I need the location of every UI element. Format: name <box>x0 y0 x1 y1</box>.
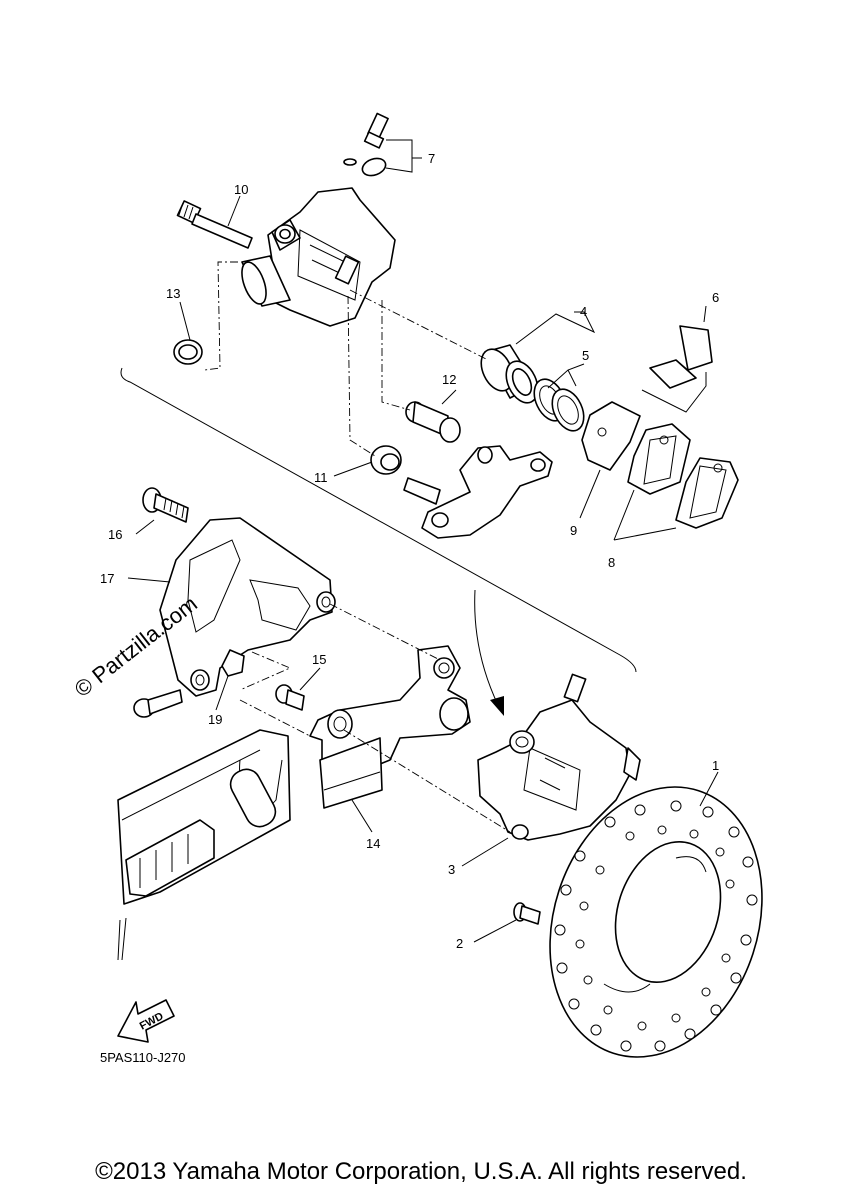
callout-3: 3 <box>448 862 455 877</box>
callout-6: 6 <box>712 290 719 305</box>
callout-9: 9 <box>570 523 577 538</box>
bracket-bolt-part <box>133 689 183 718</box>
bolt-16-part <box>142 487 189 523</box>
bolt-15-part <box>275 684 305 711</box>
callout-1: 1 <box>712 758 719 773</box>
document-code: 5PAS110-J270 <box>100 1050 186 1065</box>
leader-lines <box>127 139 719 943</box>
callout-5: 5 <box>582 348 589 363</box>
callout-16: 16 <box>108 527 122 542</box>
brake-disc-part <box>549 786 763 1058</box>
swingarm-part <box>117 729 291 961</box>
torque-link-14-part <box>309 645 471 809</box>
boot-11-part <box>370 445 402 475</box>
group-bracket-line <box>120 367 637 673</box>
callout-2: 2 <box>456 936 463 951</box>
disc-screw-part <box>513 902 541 925</box>
callout-10: 10 <box>234 182 248 197</box>
caliper-bracket-upper-part <box>403 445 553 539</box>
callout-15: 15 <box>312 652 326 667</box>
callout-19: 19 <box>208 712 222 727</box>
callout-7: 7 <box>428 151 435 166</box>
assembly-arrow <box>474 589 499 706</box>
centerlines <box>204 261 511 833</box>
brake-pads-part <box>581 401 739 529</box>
callout-17: 17 <box>100 571 114 586</box>
callout-14: 14 <box>366 836 380 851</box>
bleed-screw-part <box>343 112 389 177</box>
caliper-assembly-3-part <box>477 673 641 841</box>
piston-part <box>480 344 539 404</box>
clip-19-part <box>221 649 245 677</box>
piston-seals-part <box>533 378 585 432</box>
callout-11: 11 <box>314 470 328 485</box>
callout-12: 12 <box>442 372 456 387</box>
callout-13: 13 <box>166 286 180 301</box>
callout-8: 8 <box>608 555 615 570</box>
callout-4: 4 <box>580 304 587 319</box>
pad-spring-part <box>649 325 713 389</box>
caliper-bracket-17-part <box>159 517 336 697</box>
fwd-arrow-icon: FWD <box>117 999 175 1043</box>
seal-ring-13-part <box>173 339 203 365</box>
slide-pin-12-part <box>405 401 461 443</box>
assembly-arrowhead <box>490 696 504 716</box>
slide-pin-bolt-part <box>176 200 253 249</box>
copyright-notice: ©2013 Yamaha Motor Corporation, U.S.A. A… <box>95 1158 747 1185</box>
caliper-body-upper-part <box>241 187 396 327</box>
